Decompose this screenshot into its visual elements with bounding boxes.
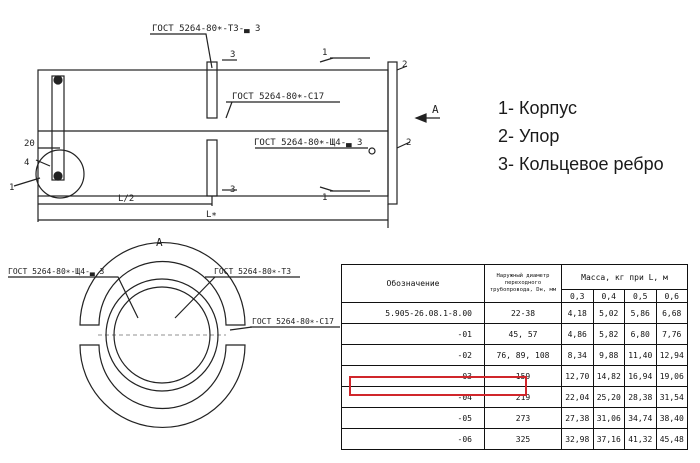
cell-mass: 22,04 [561, 386, 594, 408]
cell-mass: 38,40 [655, 407, 688, 429]
cell-mass: 37,16 [592, 428, 625, 450]
section-outer-ring-top [79, 241, 246, 326]
position-1-bottom: 1 [322, 193, 327, 203]
cell-mass: 7,76 [655, 323, 688, 345]
cell-designation: 5.905-26.08.1-8.00 [341, 302, 485, 324]
cell-mass: 31,06 [592, 407, 625, 429]
ring-rib-top [206, 61, 218, 119]
cell-mass: 5,82 [592, 323, 625, 345]
cell-designation: -02 [341, 344, 485, 366]
cell-mass: 32,98 [561, 428, 594, 450]
highlight-row-box [349, 376, 527, 396]
dimension-half-length: L/2 [118, 194, 134, 204]
cell-mass: 41,32 [624, 428, 657, 450]
spec-table: Обозначение Наружный диаметр переходного… [341, 264, 688, 450]
cell-mass: 4,18 [561, 302, 594, 324]
end-stop-plate [387, 61, 398, 205]
left-bar-bottom-hole [53, 171, 63, 181]
cell-mass: 6,68 [655, 302, 688, 324]
cell-mass: 5,86 [624, 302, 657, 324]
cell-mass: 14,82 [592, 365, 625, 387]
cell-mass: 45,48 [655, 428, 688, 450]
col-header-designation: Обозначение [341, 264, 485, 303]
left-bar-top-hole [53, 75, 63, 85]
col-header-length: 0,5 [624, 289, 657, 303]
col-header-length: 0,4 [592, 289, 625, 303]
dimension-20: 20 [24, 139, 35, 149]
cell-mass: 5,02 [592, 302, 625, 324]
detail-circle [35, 149, 85, 199]
position-3-bottom: 3 [230, 185, 235, 195]
cell-mass: 12,94 [655, 344, 688, 366]
view-arrow-label: A [432, 103, 439, 116]
cell-mass: 16,94 [624, 365, 657, 387]
position-1-top: 1 [322, 48, 327, 58]
cell-mass: 12,70 [561, 365, 594, 387]
cell-mass: 31,54 [655, 386, 688, 408]
cell-mass: 34,74 [624, 407, 657, 429]
cell-designation: -05 [341, 407, 485, 429]
col-header-length: 0,3 [561, 289, 594, 303]
cell-diameter: 273 [484, 407, 562, 429]
cell-diameter: 76, 89, 108 [484, 344, 562, 366]
cell-mass: 19,06 [655, 365, 688, 387]
cell-mass: 6,80 [624, 323, 657, 345]
cell-mass: 9,88 [592, 344, 625, 366]
callout-weld-top: ГОСТ 5264-80∗-Т3-▃ 3 [152, 24, 260, 34]
cell-mass: 28,38 [624, 386, 657, 408]
position-3-top: 3 [230, 50, 235, 60]
cell-diameter: 45, 57 [484, 323, 562, 345]
cell-mass: 27,38 [561, 407, 594, 429]
cell-mass: 4,86 [561, 323, 594, 345]
position-2-bottom: 2 [406, 138, 411, 148]
position-1-left: 1 [9, 183, 14, 193]
pipe-body [37, 69, 389, 197]
cell-mass: 8,34 [561, 344, 594, 366]
dimension-length: L∗ [206, 210, 217, 220]
left-bar [51, 75, 65, 181]
cell-mass: 11,40 [624, 344, 657, 366]
legend-item-body: 1- Корпус [498, 98, 578, 118]
callout-weld-lower: ГОСТ 5264-80∗-Щ4-▃ 3 [254, 138, 362, 148]
position-2-top: 2 [402, 60, 407, 70]
ring-rib-bottom [206, 139, 218, 197]
section-outer-ring-bottom [79, 344, 246, 429]
section-callout-left: ГОСТ 5264-80∗-Щ4-▃ 3 [8, 267, 105, 276]
col-header-diameter: Наружный диаметр переходного трубопровод… [484, 264, 562, 303]
view-arrow-head [414, 113, 427, 123]
cell-mass: 25,20 [592, 386, 625, 408]
callout-weld-mid: ГОСТ 5264-80∗-С17 [232, 92, 324, 102]
legend-item-ring-rib: 3- Кольцевое ребро [498, 154, 664, 174]
legend-item-stop: 2- Упор [498, 126, 560, 146]
section-callout-side: ГОСТ 5264-80∗-С17 [252, 317, 334, 326]
col-header-mass: Масса, кг при L, м [561, 264, 688, 290]
cell-designation: -06 [341, 428, 485, 450]
position-4: 4 [24, 158, 29, 168]
cell-diameter: 22-38 [484, 302, 562, 324]
col-header-length: 0,6 [655, 289, 688, 303]
cell-designation: -01 [341, 323, 485, 345]
section-callout-right: ГОСТ 5264-80∗-Т3 [214, 267, 291, 276]
cell-diameter: 325 [484, 428, 562, 450]
